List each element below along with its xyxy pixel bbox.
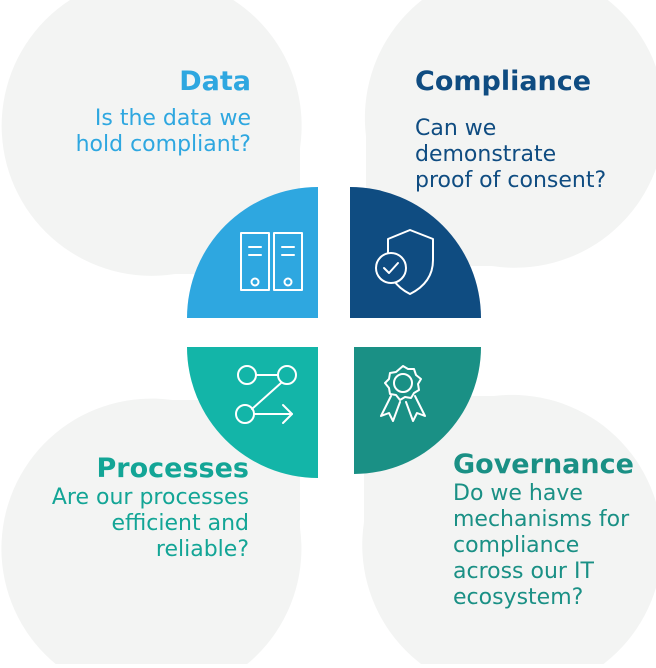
processes-bubble <box>1 398 302 668</box>
governance-question-line: compliance <box>453 533 580 558</box>
shield-check-icon <box>375 229 434 295</box>
compliance-bubble <box>364 0 656 268</box>
governance-text-block: Governance Do we have mechanisms for com… <box>453 449 634 611</box>
data-text-block: Data Is the data we hold compliant? <box>76 66 251 158</box>
processes-question-line: efficient and <box>111 511 250 536</box>
compliance-text-block: Compliance Can we demonstrate proof of c… <box>415 66 606 194</box>
governance-quadrant <box>354 347 481 474</box>
governance-question-line: across our IT <box>453 559 594 584</box>
processes-quadrant <box>187 347 318 478</box>
processes-question-line: reliable? <box>155 537 249 562</box>
processes-question: Are our processes efficient and reliable… <box>52 485 249 563</box>
data-question-line: Is the data we <box>94 106 251 131</box>
governance-title: Governance <box>453 449 634 480</box>
compliance-question-line: proof of consent? <box>415 168 607 193</box>
award-ribbon-icon <box>380 365 426 422</box>
compliance-quadrant <box>350 187 481 318</box>
compliance-title: Compliance <box>415 66 592 97</box>
governance-question-line: ecosystem? <box>453 585 584 610</box>
server-icon <box>240 232 303 291</box>
governance-question: Do we have mechanisms for compliance acr… <box>453 481 634 611</box>
governance-question-line: Do we have <box>453 481 583 506</box>
governance-bubble <box>362 394 656 668</box>
processes-text-block: Processes Are our processes efficient an… <box>52 453 249 563</box>
data-question-line: hold compliant? <box>75 132 251 157</box>
data-bubble <box>1 0 302 276</box>
processes-title: Processes <box>96 453 250 484</box>
data-question: Is the data we hold compliant? <box>76 106 251 158</box>
data-title: Data <box>179 66 251 97</box>
governance-question-line: mechanisms for <box>453 507 630 532</box>
compliance-question: Can we demonstrate proof of consent? <box>415 116 606 194</box>
workflow-icon <box>235 365 297 424</box>
processes-question-line: Are our processes <box>51 485 249 510</box>
compliance-question-line: demonstrate <box>415 142 557 167</box>
compliance-question-line: Can we <box>415 116 497 141</box>
